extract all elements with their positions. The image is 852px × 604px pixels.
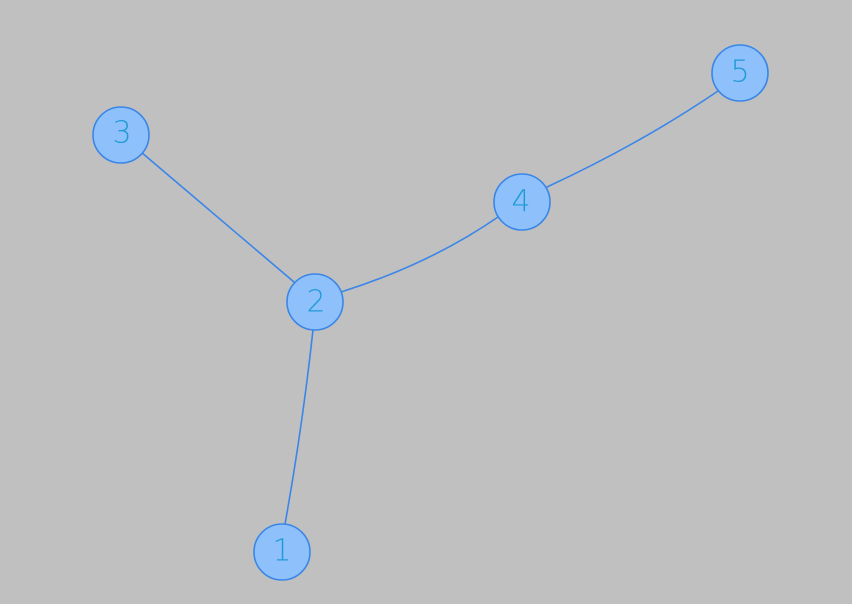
- node-1[interactable]: 1: [253, 523, 311, 581]
- node-5-circle: [711, 44, 769, 102]
- node-4[interactable]: 4: [493, 173, 551, 231]
- edges-layer: [140, 90, 719, 525]
- node-1-circle: [253, 523, 311, 581]
- node-3-label: 3: [112, 116, 131, 151]
- nodes-layer: 1 2 3 4 5: [92, 44, 769, 581]
- node-5[interactable]: 5: [711, 44, 769, 102]
- edge-1-2: [284, 329, 314, 525]
- edge-4-5: [546, 90, 719, 188]
- edge-2-3: [140, 151, 295, 283]
- node-3[interactable]: 3: [92, 106, 150, 164]
- edge-2-4: [340, 216, 499, 293]
- node-2-circle: [286, 273, 344, 331]
- node-4-label: 4: [511, 185, 530, 220]
- node-5-label: 5: [730, 55, 749, 90]
- node-4-circle: [493, 173, 551, 231]
- node-3-circle: [92, 106, 150, 164]
- node-2[interactable]: 2: [286, 273, 344, 331]
- node-1-label: 1: [272, 534, 291, 569]
- node-2-label: 2: [306, 285, 325, 320]
